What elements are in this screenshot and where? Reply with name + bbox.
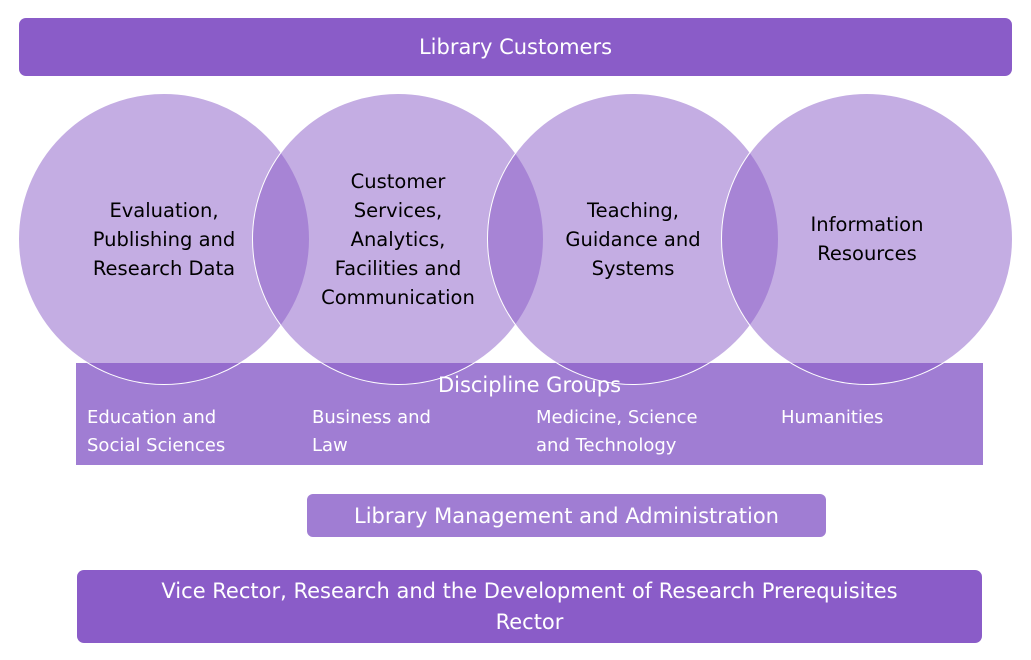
discipline-groups-title: Discipline Groups: [437, 373, 622, 397]
group-education-social-sciences: Education and Social Sciences: [87, 407, 226, 456]
circle-information-resources: Information Resources: [721, 93, 1013, 385]
circle-label: Information Resources: [810, 213, 924, 265]
group-business-law: Business and Law: [312, 407, 431, 456]
circle-label: Evaluation, Publishing and Research Data: [92, 198, 236, 280]
vice-rector-label: Vice Rector, Research and the Developmen…: [161, 578, 898, 603]
library-customers-bar: Library Customers: [19, 18, 1012, 76]
library-management-label: Library Management and Administration: [354, 503, 779, 528]
discipline-groups-band: Discipline Groups Education and Social S…: [76, 363, 983, 465]
group-medicine-science-technology: Medicine, Science and Technology: [536, 407, 698, 456]
library-customers-label: Library Customers: [418, 35, 613, 59]
circle-label: Teaching, Guidance and Systems: [565, 198, 701, 280]
library-management-box: Library Management and Administration: [307, 494, 826, 537]
rector-label: Rector: [495, 609, 564, 634]
circle-label: Customer Services, Analytics, Facilities…: [321, 169, 475, 309]
group-humanities: Humanities: [781, 407, 884, 428]
leadership-bar: Vice Rector, Research and the Developmen…: [77, 570, 982, 643]
circle-customer-services: Customer Services, Analytics, Facilities…: [252, 93, 544, 385]
